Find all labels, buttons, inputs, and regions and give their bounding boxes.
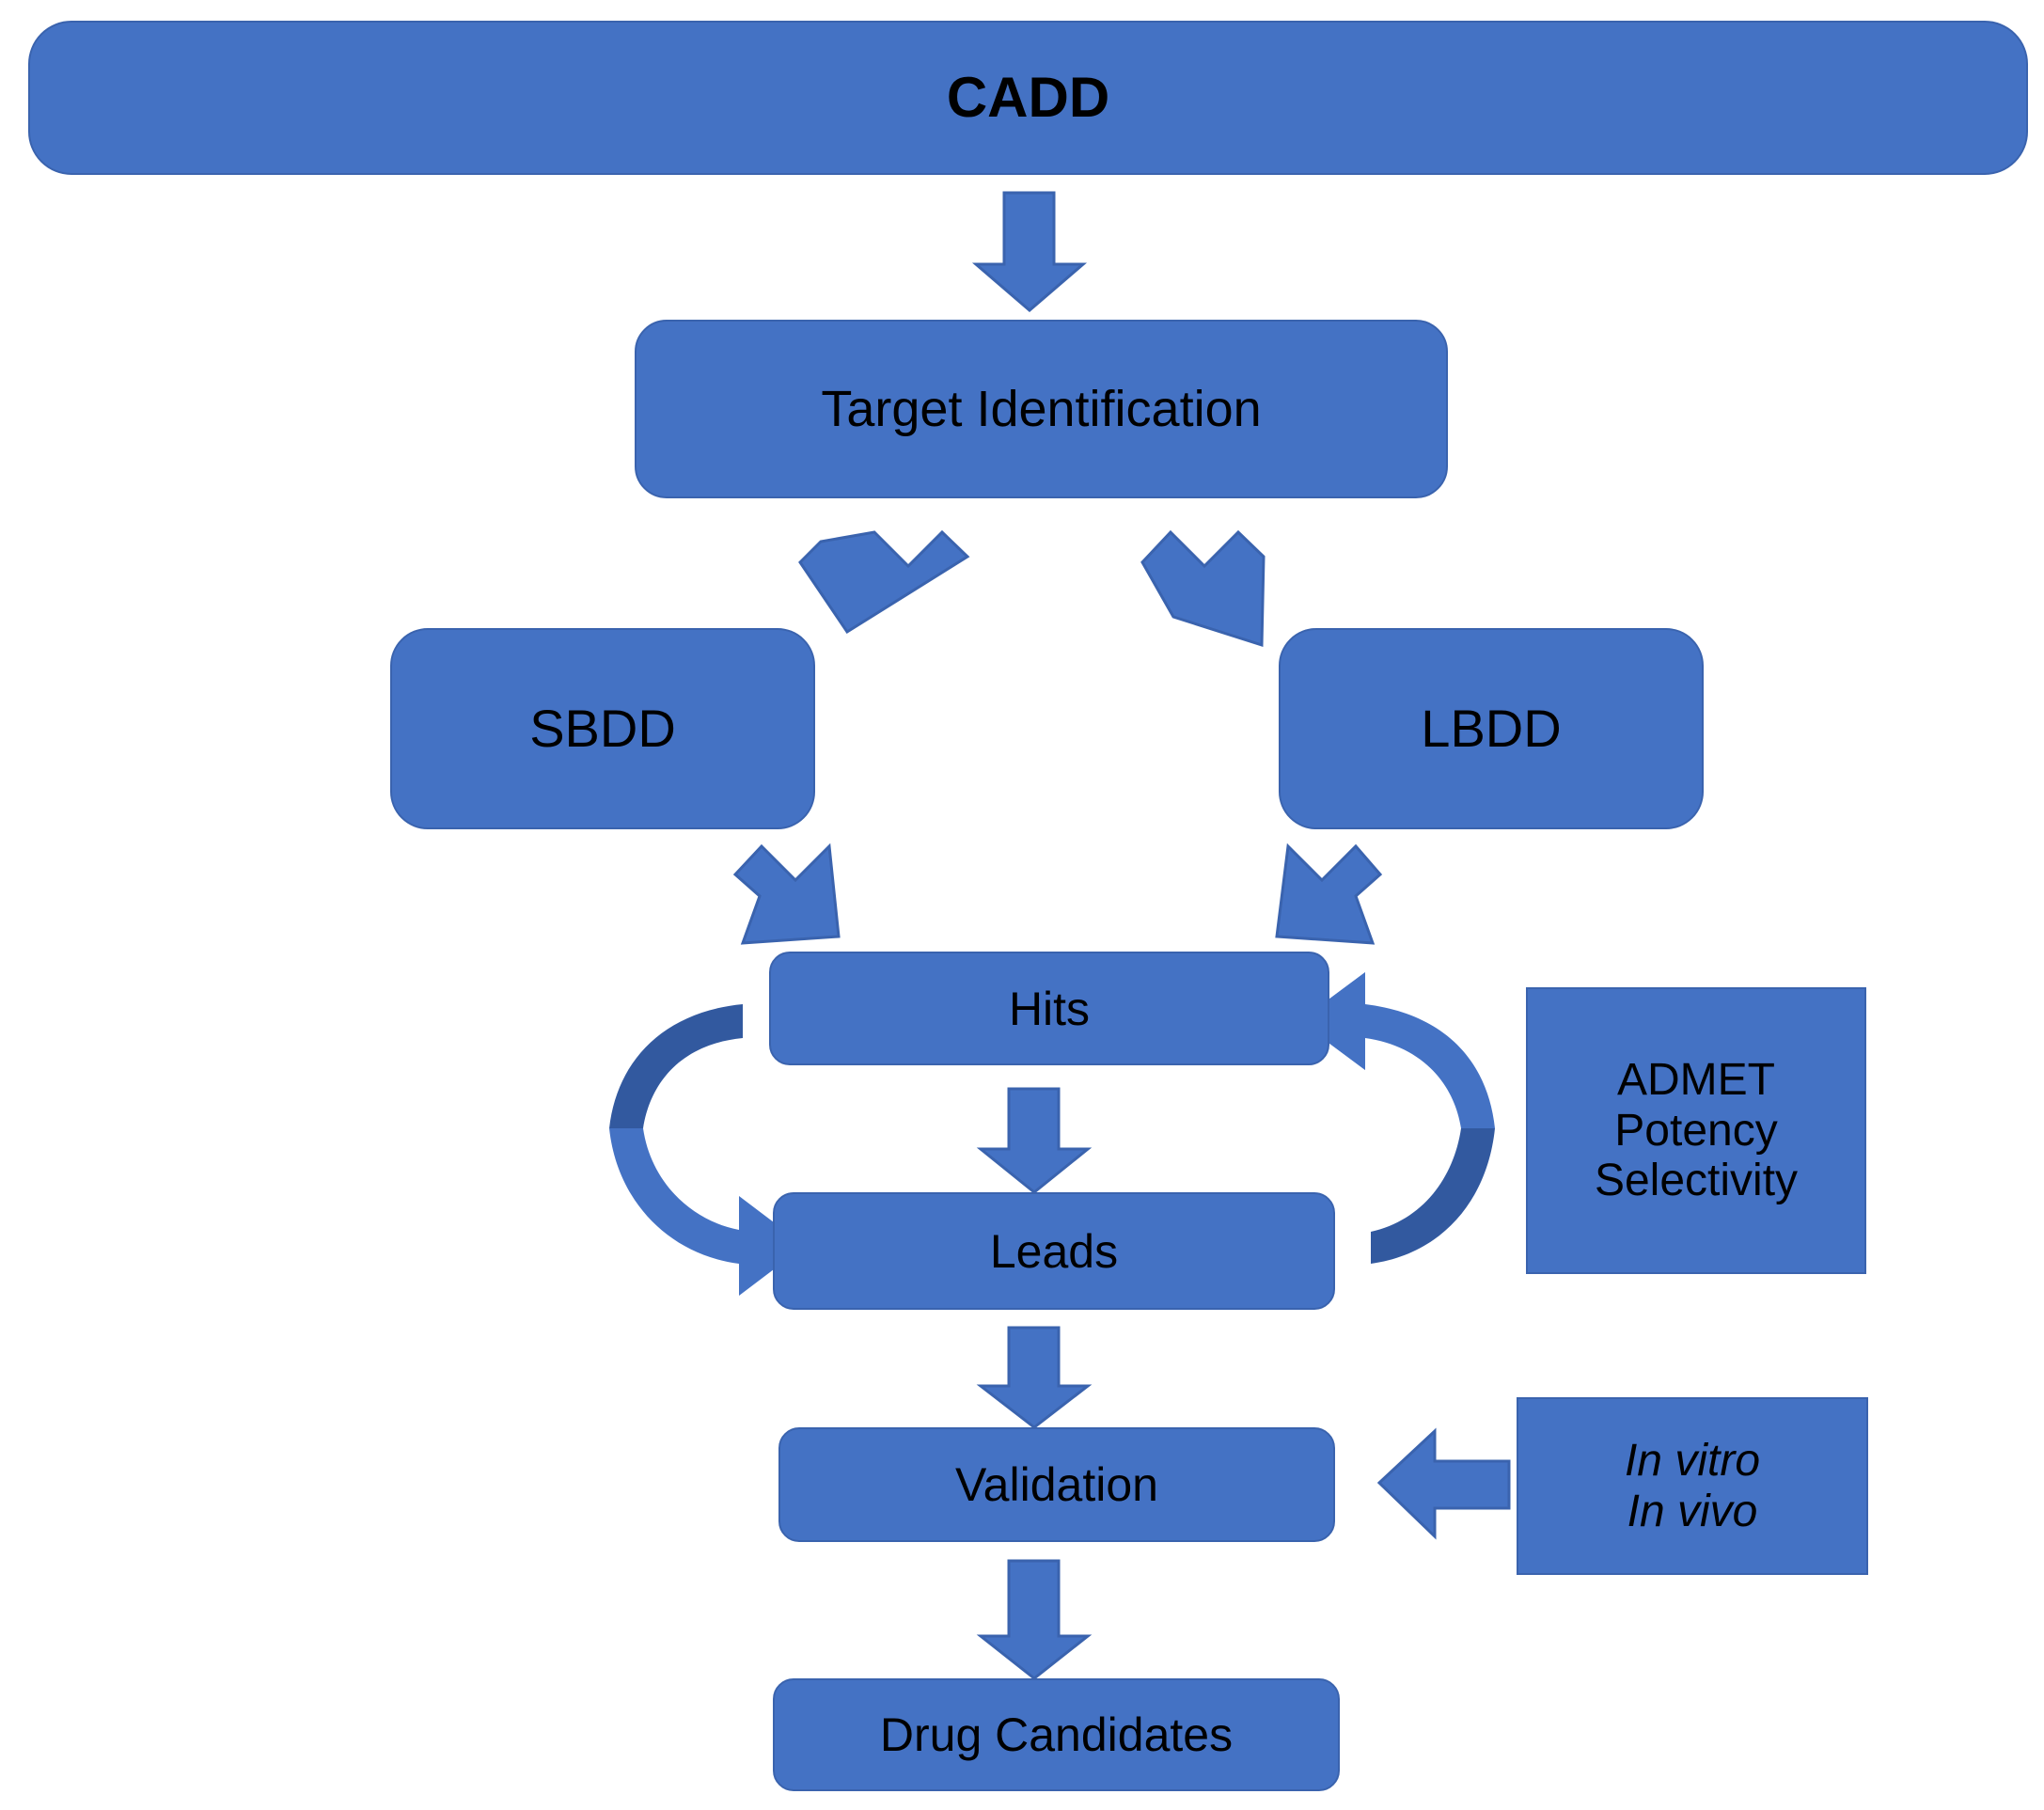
arrow-leads-to-validation	[976, 1326, 1093, 1429]
node-cadd[interactable]: CADD	[28, 21, 2028, 175]
arrow-hits-to-leads	[976, 1087, 1093, 1194]
arrow-assays-to-validation	[1376, 1427, 1511, 1540]
admet-line-selectivity: Selectivity	[1594, 1156, 1799, 1206]
node-assays[interactable]: In vitro In vivo	[1517, 1397, 1868, 1575]
node-hits[interactable]: Hits	[769, 952, 1329, 1065]
node-target-identification[interactable]: Target Identification	[635, 320, 1448, 498]
node-lbdd[interactable]: LBDD	[1279, 628, 1704, 829]
node-validation[interactable]: Validation	[778, 1427, 1335, 1542]
arrow-target-identification-to-sbdd	[798, 529, 970, 635]
arrow-sbdd-to-hits	[732, 842, 841, 945]
node-leads[interactable]: Leads	[773, 1192, 1335, 1310]
admet-line-potency: Potency	[1614, 1105, 1778, 1156]
arrow-cadd-to-target-identification	[971, 191, 1088, 312]
assay-line-in-vivo: In vivo	[1627, 1486, 1758, 1536]
arrow-target-identification-to-lbdd	[1140, 529, 1266, 648]
arrow-validation-to-drug-candidates	[976, 1559, 1093, 1680]
assay-line-in-vitro: In vitro	[1624, 1435, 1761, 1486]
arrow-lbdd-to-hits	[1275, 842, 1383, 945]
node-drug-candidates[interactable]: Drug Candidates	[773, 1678, 1340, 1791]
node-sbdd[interactable]: SBDD	[390, 628, 815, 829]
admet-line-admet: ADMET	[1617, 1054, 1775, 1105]
node-admet-criteria[interactable]: ADMET Potency Selectivity	[1526, 987, 1866, 1274]
